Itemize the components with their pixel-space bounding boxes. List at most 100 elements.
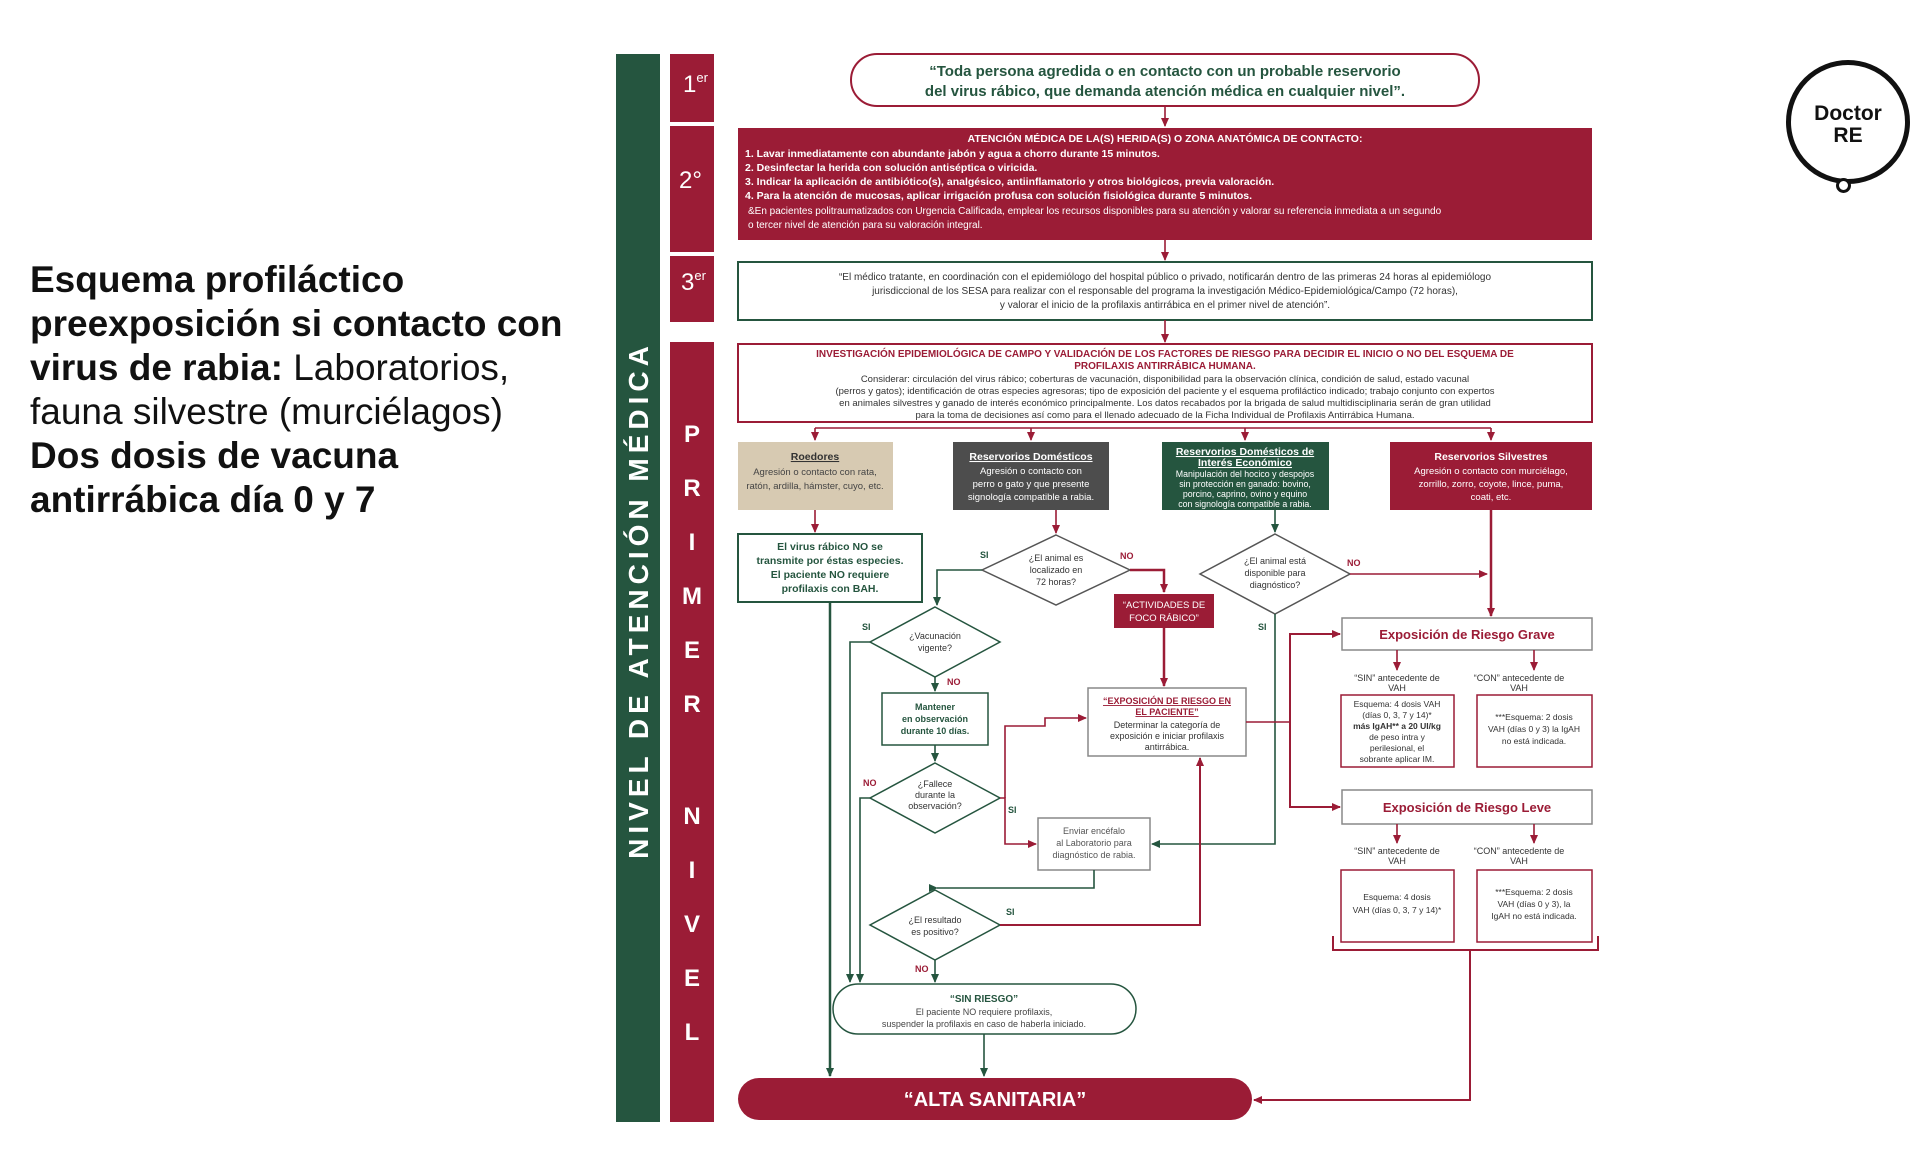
atencion-item-1: 1. Lavar inmediatamente con abundante ja… bbox=[745, 148, 1160, 160]
logo-line-2: RE bbox=[1833, 124, 1863, 147]
leve-con-line-1: ***Esquema: 2 dosis bbox=[1495, 887, 1573, 897]
arrow-to-grave bbox=[1289, 630, 1341, 807]
exposicion-paciente-title-2: EL PACIENTE” bbox=[1135, 707, 1198, 717]
label-si-localizado: SI bbox=[980, 550, 989, 560]
vacunacion-line-2: vigente? bbox=[918, 643, 952, 653]
disponible-line-3: diagnóstico? bbox=[1250, 580, 1301, 590]
domesticos-box bbox=[953, 442, 1109, 510]
label-no-resultado: NO bbox=[915, 964, 929, 974]
primer-nivel-letter: M bbox=[682, 583, 702, 610]
primer-nivel-letter: E bbox=[684, 965, 700, 992]
leve-con-label-2: VAH bbox=[1510, 856, 1528, 866]
no-transmite-line-2: transmite por éstas especies. bbox=[756, 555, 903, 567]
primer-nivel-letter: R bbox=[683, 475, 700, 502]
grave-sin-line-3: más IgAH** a 20 UI/kg bbox=[1353, 721, 1441, 731]
grave-sin-line-4: de peso intra y bbox=[1369, 732, 1426, 742]
arrow-bracket-alta bbox=[1253, 950, 1471, 1104]
grave-con-box bbox=[1476, 694, 1593, 768]
sin-riesgo-line-1: El paciente NO requiere profilaxis, bbox=[916, 1007, 1053, 1017]
atencion-item-4: 4. Para la atención de mucosas, aplicar … bbox=[745, 190, 1252, 202]
resultado-line-1: ¿El resultado bbox=[908, 915, 961, 925]
silvestres-line-3: coati, etc. bbox=[1471, 492, 1512, 503]
primer-nivel-letter: R bbox=[683, 691, 700, 718]
exposicion-paciente-line-2: exposición e iniciar profilaxis bbox=[1110, 731, 1225, 741]
localizado-line-2: localizado en bbox=[1030, 565, 1083, 575]
level-1-label: 1er bbox=[683, 70, 709, 98]
vacunacion-line-1: ¿Vacunación bbox=[909, 631, 961, 641]
interes-line-1: Manipulación del hocico y despojos bbox=[1176, 469, 1315, 479]
caption-line-3: virus de rabia: Laboratorios, bbox=[30, 346, 610, 390]
caption-line-3-bold: virus de rabia: bbox=[30, 347, 283, 388]
arrow-enviar-resultado bbox=[936, 870, 1095, 892]
interes-line-3: porcino, caprino, ovino y equino bbox=[1183, 489, 1307, 499]
label-no-vacunacion: NO bbox=[947, 677, 961, 687]
disponible-line-1: ¿El animal está bbox=[1244, 556, 1306, 566]
investigacion-title-1: INVESTIGACIÓN EPIDEMIOLÓGICA DE CAMPO Y … bbox=[816, 347, 1514, 360]
actividades-box bbox=[1114, 594, 1214, 628]
leve-sin-line-2: VAH (días 0, 3, 7 y 14)* bbox=[1353, 905, 1442, 915]
investigacion-body-1: Considerar: circulación del virus rábico… bbox=[861, 374, 1469, 385]
silvestres-line-1: Agresión o contacto con murciélago, bbox=[1414, 466, 1568, 477]
leve-sin-label-1: “SIN” antecedente de bbox=[1354, 846, 1440, 856]
medico-line-3: y valorar el inicio de la profilaxis ant… bbox=[1000, 300, 1330, 311]
leve-con-box bbox=[1476, 869, 1593, 943]
grave-con-label-2: VAH bbox=[1510, 683, 1528, 693]
domesticos-line-2: perro o gato y que presente bbox=[973, 479, 1090, 490]
leve-sin-line-1: Esquema: 4 dosis bbox=[1363, 892, 1431, 902]
localizado-line-3: 72 horas? bbox=[1036, 577, 1076, 587]
silvestres-title: Reservorios Silvestres bbox=[1434, 451, 1547, 463]
interes-line-2: sin protección en ganado: bovino, bbox=[1179, 479, 1311, 489]
label-si-disponible: SI bbox=[1258, 622, 1267, 632]
no-transmite-line-3: El paciente NO requiere bbox=[771, 569, 890, 581]
grave-sin-line-2: (días 0, 3, 7 y 14)* bbox=[1362, 710, 1432, 720]
enviar-line-2: al Laboratorio para bbox=[1056, 838, 1132, 848]
arrow-fallece-si-exposicion bbox=[1004, 714, 1087, 798]
exposicion-paciente-line-1: Determinar la categoría de bbox=[1114, 720, 1221, 730]
arrow-localizado-no-actividades bbox=[1130, 568, 1168, 593]
grave-con-line-2: VAH (días 0 y 3) la IgAH bbox=[1488, 724, 1580, 734]
level-bar-2 bbox=[670, 126, 714, 252]
atencion-item-2: 2. Desinfectar la herida con solución an… bbox=[745, 162, 1037, 174]
logo-dot-icon bbox=[1836, 178, 1851, 193]
medico-line-2: jurisdiccional de los SESA para realizar… bbox=[871, 286, 1458, 297]
leve-con-line-3: IgAH no está indicada. bbox=[1491, 911, 1577, 921]
roedores-box bbox=[738, 442, 893, 510]
silvestres-line-2: zorrillo, zorro, coyote, lince, puma, bbox=[1419, 479, 1564, 490]
enviar-line-3: diagnóstico de rabia. bbox=[1052, 850, 1135, 860]
leve-title: Exposición de Riesgo Leve bbox=[1383, 800, 1551, 815]
label-no-fallece: NO bbox=[863, 778, 877, 788]
investigacion-body-4: para la toma de decisiones así como para… bbox=[915, 410, 1414, 421]
arrow-disponible-si-enviar bbox=[1151, 614, 1276, 848]
caption-line-3-rest: Laboratorios, bbox=[282, 347, 510, 388]
grave-sin-line-1: Esquema: 4 dosis VAH bbox=[1354, 699, 1441, 709]
domesticos-title: Reservorios Domésticos bbox=[969, 451, 1092, 463]
exposicion-paciente-line-3: antirrábica. bbox=[1145, 742, 1190, 752]
bracket-bottom bbox=[1332, 936, 1599, 951]
label-no-disponible: NO bbox=[1347, 558, 1361, 568]
side-label: NIVEL DE ATENCIÓN MÉDICA bbox=[623, 341, 654, 859]
grave-con-line-1: ***Esquema: 2 dosis bbox=[1495, 712, 1573, 722]
grave-sin-label-1: “SIN” antecedente de bbox=[1354, 673, 1440, 683]
mantener-line-3: durante 10 días. bbox=[901, 726, 970, 736]
sin-riesgo-line-2: suspender la profilaxis en caso de haber… bbox=[882, 1019, 1086, 1029]
vacunacion-diamond bbox=[868, 606, 1002, 678]
caption-line-6: antirrábica día 0 y 7 bbox=[30, 479, 376, 520]
arrow-fallece-no-sinriesgo bbox=[856, 797, 870, 983]
atencion-title: ATENCIÓN MÉDICA DE LA(S) HERIDA(S) O ZON… bbox=[968, 132, 1363, 145]
interes-box bbox=[1162, 442, 1329, 510]
label-si-vacunacion: SI bbox=[862, 622, 871, 632]
mantener-line-2: en observación bbox=[902, 714, 968, 724]
grave-sin-label-2: VAH bbox=[1388, 683, 1406, 693]
grave-sin-line-6: sobrante aplicar IM. bbox=[1360, 754, 1435, 764]
connectors bbox=[811, 106, 1599, 1104]
grave-sin-box bbox=[1340, 694, 1455, 768]
actividades-line-1: “ACTIVIDADES DE bbox=[1123, 600, 1205, 611]
primer-nivel-letter: P bbox=[684, 421, 700, 448]
resultado-line-2: es positivo? bbox=[911, 927, 959, 937]
mantener-line-1: Mantener bbox=[915, 702, 956, 712]
medico-line-1: “El médico tratante, en coordinación con… bbox=[839, 272, 1491, 283]
atencion-box bbox=[738, 128, 1592, 240]
grave-title: Exposición de Riesgo Grave bbox=[1379, 627, 1555, 642]
arrow-localizado-si-vacunacion bbox=[933, 569, 982, 606]
